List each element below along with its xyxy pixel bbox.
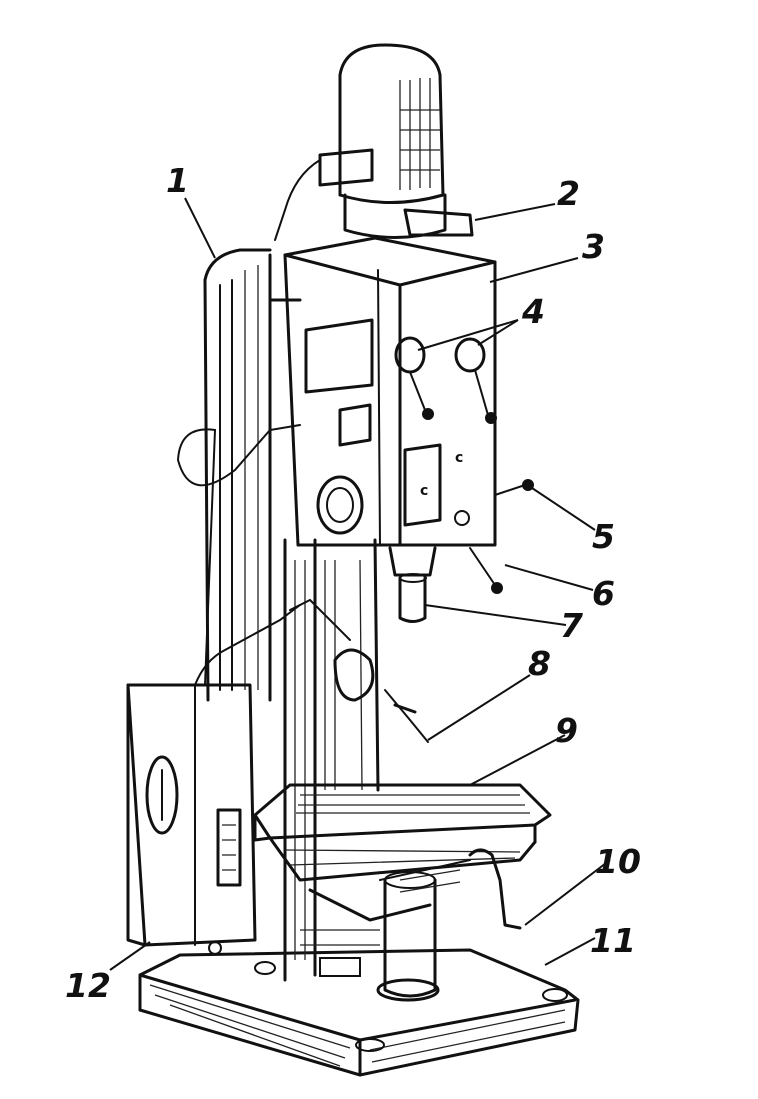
callout-8: 8 — [528, 644, 551, 683]
table-column — [376, 871, 440, 1002]
callout-11: 11 — [590, 921, 636, 960]
leader-10 — [524, 859, 611, 926]
callout-5: 5 — [592, 517, 615, 556]
callout-1: 1 — [166, 161, 189, 200]
work-table — [253, 783, 552, 882]
base-plate — [138, 948, 580, 1077]
motor — [274, 43, 474, 241]
guide-column — [283, 538, 380, 982]
drill-head: c c — [283, 236, 497, 547]
leader-9 — [469, 734, 566, 786]
leader-4b — [477, 319, 519, 346]
leader-lines — [109, 197, 611, 971]
table-frame — [254, 888, 432, 977]
callout-9: 9 — [555, 711, 578, 750]
svg-text:c: c — [420, 483, 428, 499]
leader-12 — [109, 941, 151, 971]
electrical-cabinet — [126, 424, 301, 955]
coolant-tap — [384, 689, 429, 743]
callout-12: 12 — [65, 966, 111, 1005]
callout-10: 10 — [595, 842, 641, 881]
leader-5 — [531, 487, 596, 531]
callout-4: 4 — [521, 292, 545, 331]
leader-6 — [504, 564, 594, 591]
leader-11 — [544, 937, 596, 966]
callout-6: 6 — [592, 574, 615, 613]
callout-3: 3 — [582, 227, 605, 266]
leader-1 — [184, 197, 216, 259]
callout-7: 7 — [560, 606, 583, 645]
spindle-lever — [469, 547, 503, 594]
leader-7 — [424, 604, 567, 626]
table-lift-crank — [379, 848, 522, 930]
spindle — [388, 546, 437, 623]
leader-3 — [489, 257, 579, 283]
speed-selector-handles — [394, 336, 497, 424]
callout-numbers: 1 2 3 4 5 6 7 8 9 10 11 12 — [65, 161, 641, 1005]
leader-2 — [474, 203, 556, 221]
leader-8 — [427, 674, 531, 741]
leader-4a — [417, 319, 519, 351]
callout-2: 2 — [557, 174, 580, 213]
feed-lever — [494, 479, 534, 496]
svg-text:c: c — [455, 450, 463, 466]
